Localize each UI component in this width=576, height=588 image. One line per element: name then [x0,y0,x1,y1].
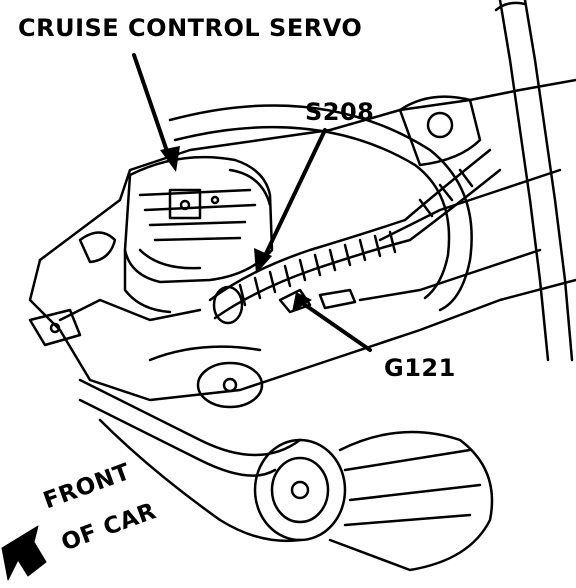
wiring-harness [208,148,502,325]
s208-label: S208 [305,98,375,126]
s208-arrow-head [254,248,272,274]
front-arrow-icon [1,525,47,581]
pulley [148,345,264,409]
left-bracket [28,231,117,347]
g121-label: G121 [384,354,456,382]
leader-arrows [132,53,372,352]
arrow-heads [160,146,312,312]
front-arrow [1,525,47,581]
ground-g121 [278,288,357,314]
alternator [253,430,494,572]
servo-label: CRUISE CONTROL SERVO [18,14,363,42]
s208-leader-arrow [260,128,327,264]
upper-component [398,95,482,167]
g121-arrow-head [292,292,312,312]
engine-block [28,78,576,402]
servo-leader-arrow [132,53,172,162]
right-hose [494,0,574,362]
drive-belt [78,378,302,543]
cruise-control-servo [123,155,274,314]
g121-leader-arrow [296,298,372,352]
servo-arrow-head [160,146,180,172]
